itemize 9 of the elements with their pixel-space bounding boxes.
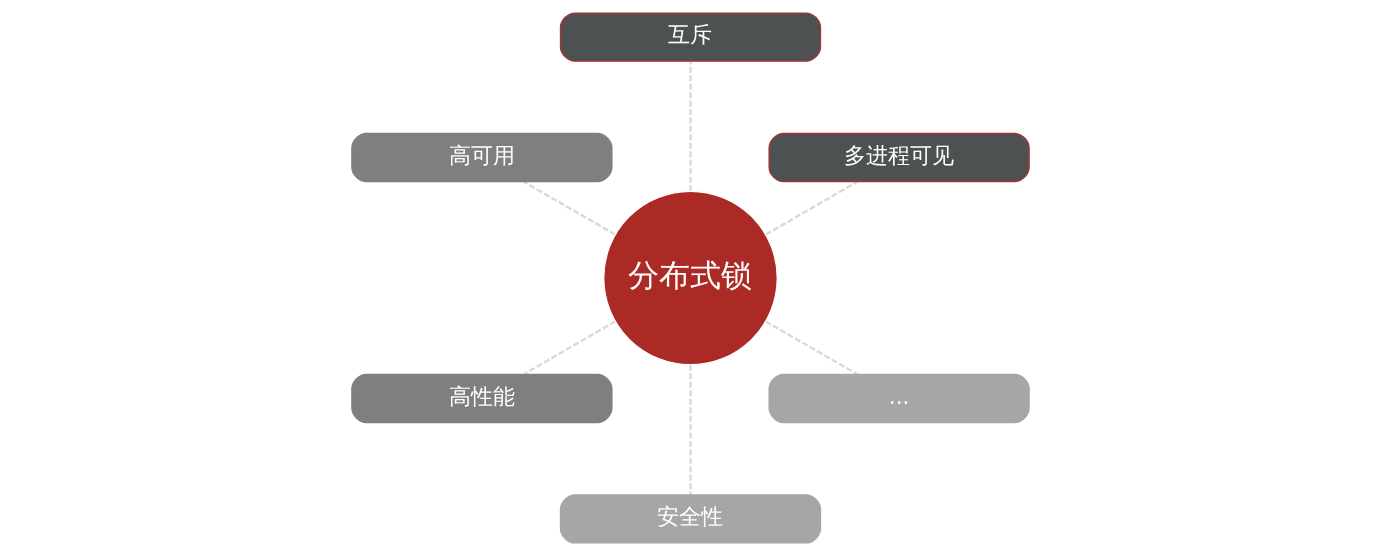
node-box: ... bbox=[767, 373, 1030, 424]
node-box: 安全性 bbox=[559, 494, 821, 544]
node-circle: 分布式锁 bbox=[602, 190, 778, 366]
node-box: 高可用 bbox=[350, 132, 613, 183]
connector bbox=[688, 61, 692, 192]
node-box: 多进程可见 bbox=[767, 132, 1030, 183]
node-box: 互斥 bbox=[559, 12, 821, 62]
connector bbox=[688, 364, 692, 495]
node-box: 高性能 bbox=[350, 373, 613, 424]
